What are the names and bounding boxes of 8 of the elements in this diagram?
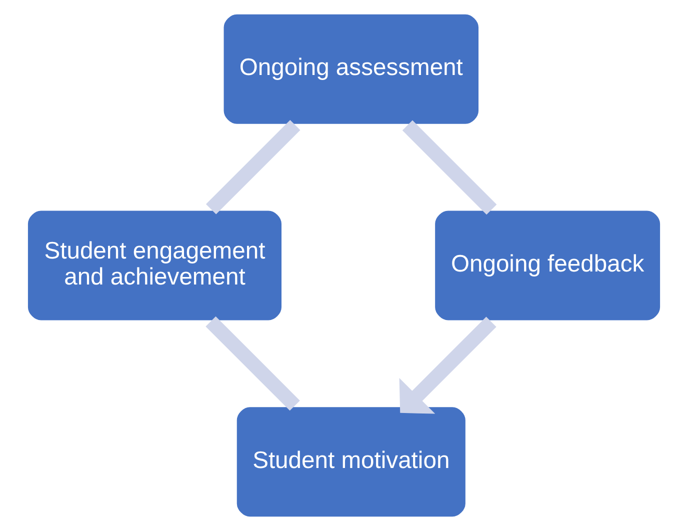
arrow: [399, 316, 496, 414]
node-box: Student engagement and achievement: [26, 208, 284, 323]
connector: [402, 120, 497, 215]
connector: [206, 316, 300, 411]
node-box: Ongoing assessment: [221, 12, 481, 126]
connector: [206, 120, 300, 214]
node-box: Ongoing feedback: [432, 208, 662, 323]
node-box: Student motivation: [234, 404, 468, 520]
